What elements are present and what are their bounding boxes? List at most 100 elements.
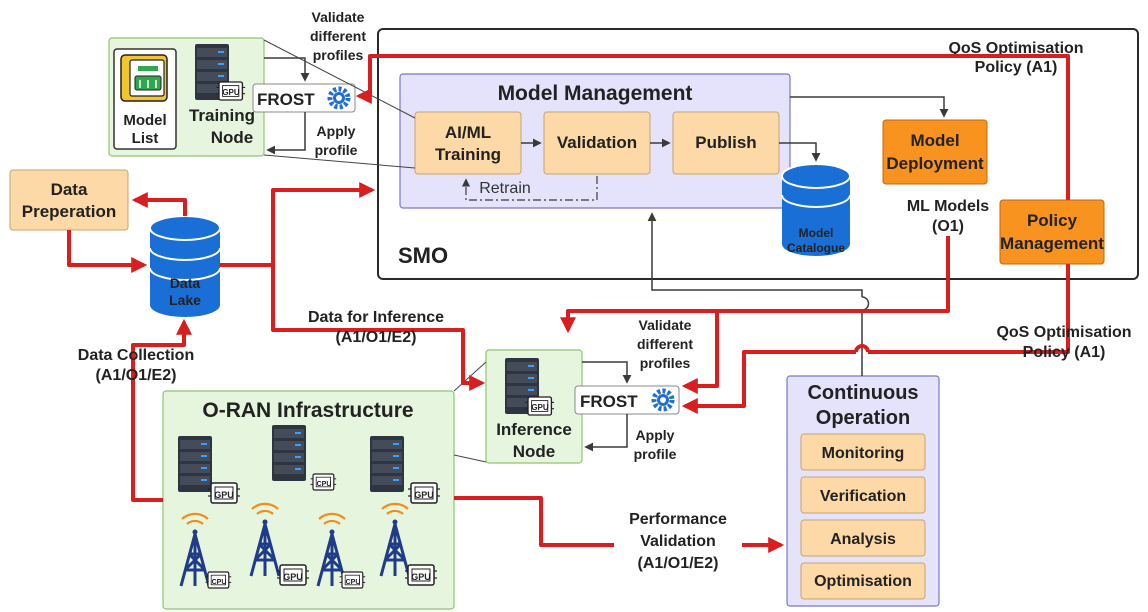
model-list-line2: List [132,130,159,147]
feedback-hop [861,296,870,311]
wire-ml-models-to-frost [681,309,948,394]
oran-title: O-RAN Infrastructure [202,399,413,422]
ai-ml-training-line2: Training [435,145,501,164]
data-preperation-line1: Data [51,180,88,199]
arrow-mgmt-deployment [790,96,949,118]
arrow-training-validate [264,57,310,82]
model-catalogue-line1: Model [799,226,834,240]
model-deployment-line2: Deployment [886,154,984,173]
oran-cpu-3-label: CPU [346,579,361,586]
wire-performance-validation [454,496,781,545]
data-for-inference-line2: (A1/O1/E2) [336,329,417,346]
ml-models-line2: (O1) [932,218,964,235]
model-deployment-line1: Model [910,131,959,150]
analysis-label: Analysis [830,531,896,548]
oran-gpu-4-label: GPU [411,572,431,582]
retrain-label: Retrain [479,180,531,197]
model-deployment-box [882,119,988,185]
data-lake-line2: Lake [169,292,201,308]
data-collection-line1: Data Collection [78,347,194,364]
wire-data-collection [131,318,192,502]
wire-qos-to-training-frost [355,54,1070,200]
training-gpu-label: GPU [222,88,240,97]
data-collection-line2: (A1/O1/E2) [96,367,177,384]
arrow-publish-catalogue [779,142,821,162]
connector-training-bottom [263,154,416,169]
optimisation-box [800,562,926,600]
performance-validation-line2: Validation [640,533,716,550]
inference-apply-line2: profile [634,446,677,462]
ml-models-line1: ML Models [907,198,989,215]
training-validate-line1: Validate [312,9,365,25]
frost-inference-label: FROST [580,392,638,411]
inference-gpu-label: GPU [531,403,549,412]
retrain-loop [461,176,598,201]
data-preperation-line2: Preperation [22,202,116,221]
training-validate-line3: profiles [313,47,364,63]
oran-gpu-3-label: GPU [283,572,303,582]
continuous-operation-line2: Operation [816,407,910,429]
data-preperation-box [9,169,129,231]
oran-server-1-icon [178,436,212,492]
inference-apply-line1: Apply [636,427,675,443]
connector-oran-bottom [453,454,487,463]
data-for-inference-line1: Data for Inference [308,309,444,326]
qos-right-line1: QoS Optimisation [996,324,1131,341]
inference-validate-line3: profiles [640,355,691,371]
arrow-inference-validate [582,361,632,384]
policy-management-line2: Management [1000,234,1104,253]
oran-gpu-2-label: GPU [414,490,434,500]
oran-gpu-1-label: GPU [214,490,234,500]
monitoring-box [800,433,926,471]
frost-training-box [252,83,356,113]
model-management-title: Model Management [498,82,693,105]
qos-top-line2: Policy (A1) [975,59,1058,76]
wire-preperation-to-lake [67,230,148,273]
performance-validation-line1: Performance [629,511,727,528]
inference-validate-line2: different [637,336,693,352]
publish-label: Publish [695,133,756,152]
training-validate-line2: different [310,28,366,44]
oran-cpu-2-label: CPU [212,579,227,586]
training-apply-line1: Apply [317,123,356,139]
model-catalogue-database-icon [781,163,851,256]
wire-lake-to-smo [220,182,376,267]
arrow-inference-apply [584,414,628,452]
oran-server-2-icon [272,425,306,481]
ai-ml-training-line1: AI/ML [445,123,491,142]
smo-label: SMO [398,243,448,268]
model-list-icon [120,54,168,102]
connector-training-top [263,39,416,119]
policy-management-line1: Policy [1027,211,1078,230]
inference-validate-line1: Validate [639,317,692,333]
qos-right-line2: Policy (A1) [1023,344,1106,361]
wire-qos-to-inference-frost [685,264,1070,406]
policy-management-box [999,199,1105,265]
training-apply-line2: profile [315,142,358,158]
model-list-line1: Model [123,112,166,129]
connector-oran-top [453,361,487,392]
data-lake-line1: Data [170,275,201,291]
monitoring-label: Monitoring [822,445,905,462]
oran-server-3-icon [370,436,404,492]
ai-ml-training-box [414,111,522,175]
inference-node-line1: Inference [496,420,572,439]
oran-cpu-1-label: CPU [317,481,332,488]
validation-label: Validation [557,133,637,152]
optimisation-label: Optimisation [814,573,912,590]
verification-box [800,476,926,514]
performance-validation-line3: (A1/O1/E2) [638,555,719,572]
data-lake-database-icon [149,215,221,317]
continuous-operation-line1: Continuous [807,382,918,404]
feedback-arrow-to-model-management [652,214,863,376]
training-node-line2: Node [211,128,254,147]
wire-lake-to-preperation [131,192,187,216]
analysis-box [800,519,926,557]
training-node-line1: Training [189,106,255,125]
verification-label: Verification [820,488,906,505]
inference-node-line2: Node [513,442,556,461]
wire-hop-1 [854,344,870,353]
model-catalogue-line2: Catalogue [787,241,845,255]
qos-top-line1: QoS Optimisation [948,40,1083,57]
